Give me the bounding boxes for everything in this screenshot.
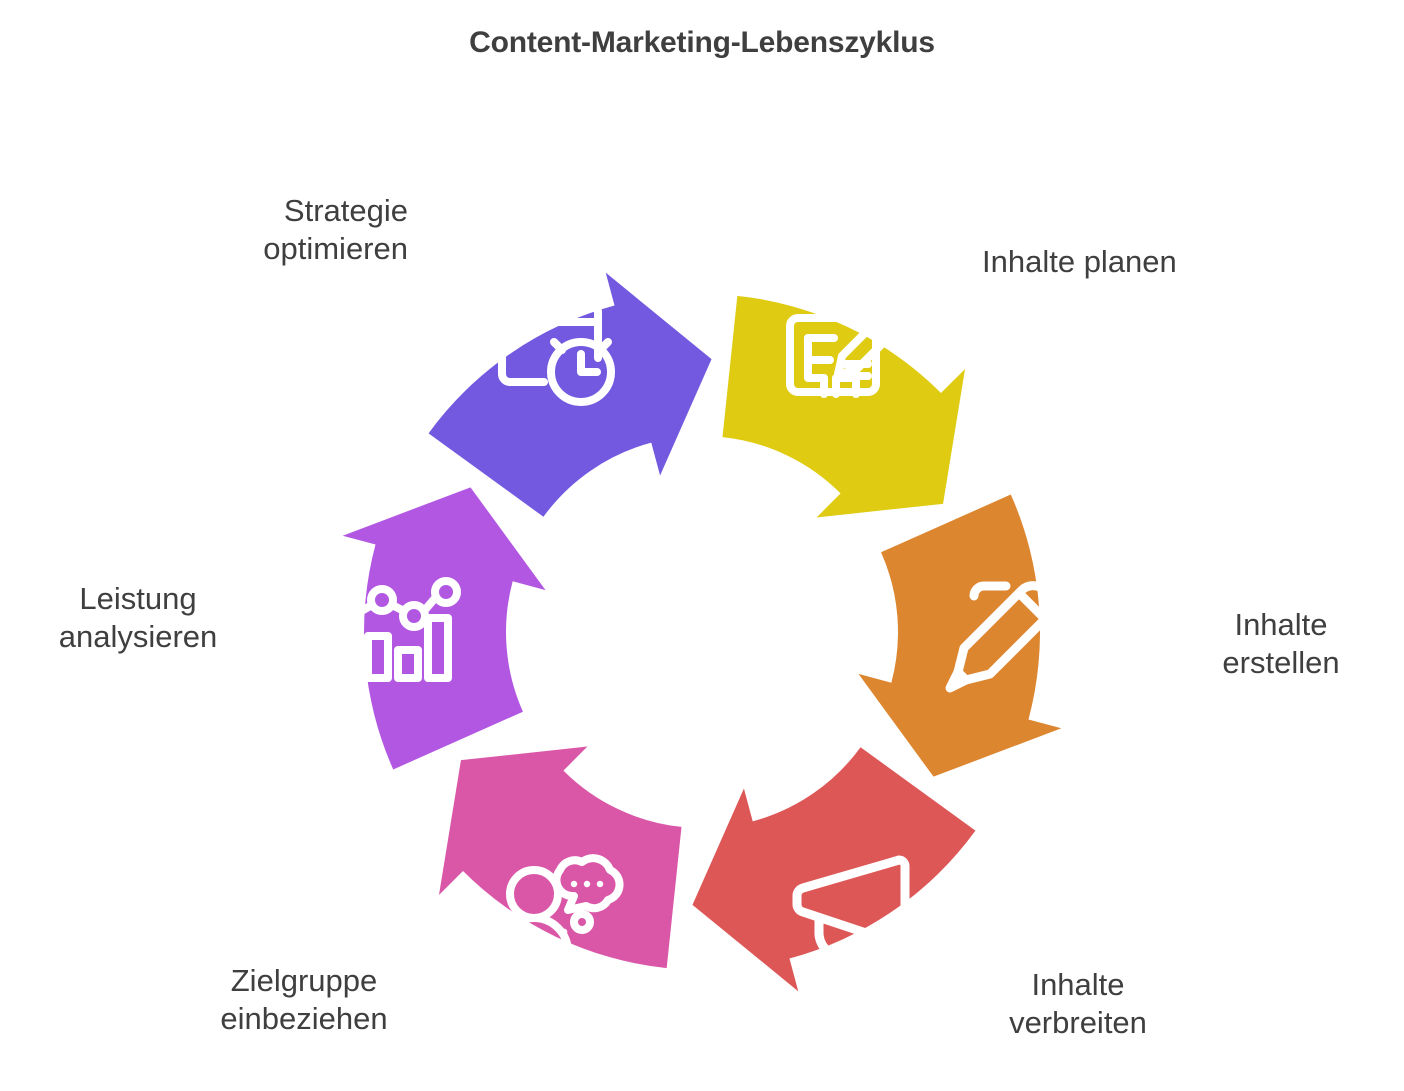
megaphone-icon xyxy=(792,855,910,963)
bar-chart-trend-icon xyxy=(333,577,461,682)
ring-group xyxy=(342,272,1062,992)
segment-plan[interactable] xyxy=(722,295,966,518)
stage-label-analyze: Leistung analysieren xyxy=(58,581,218,654)
stage-label-optimize: Strategie optimieren xyxy=(263,193,408,266)
page-title: Content-Marketing-Lebenszyklus xyxy=(469,26,935,59)
stage-label-engage: Zielgruppe einbeziehen xyxy=(220,963,388,1036)
blueprint-pencil-icon xyxy=(786,314,894,398)
browser-clock-icon xyxy=(498,300,615,406)
segment-create[interactable] xyxy=(858,494,1062,777)
pen-icon xyxy=(945,581,1057,693)
stage-label-create: Inhalte erstellen xyxy=(1222,607,1340,680)
person-speech-bubble-icon xyxy=(496,854,624,956)
segment-engage[interactable] xyxy=(438,746,682,969)
stage-label-distribute: Inhalte verbreiten xyxy=(1009,967,1147,1040)
segment-optimize[interactable] xyxy=(428,272,712,517)
stage-label-plan: Inhalte planen xyxy=(982,244,1177,279)
segment-distribute[interactable] xyxy=(692,747,976,992)
